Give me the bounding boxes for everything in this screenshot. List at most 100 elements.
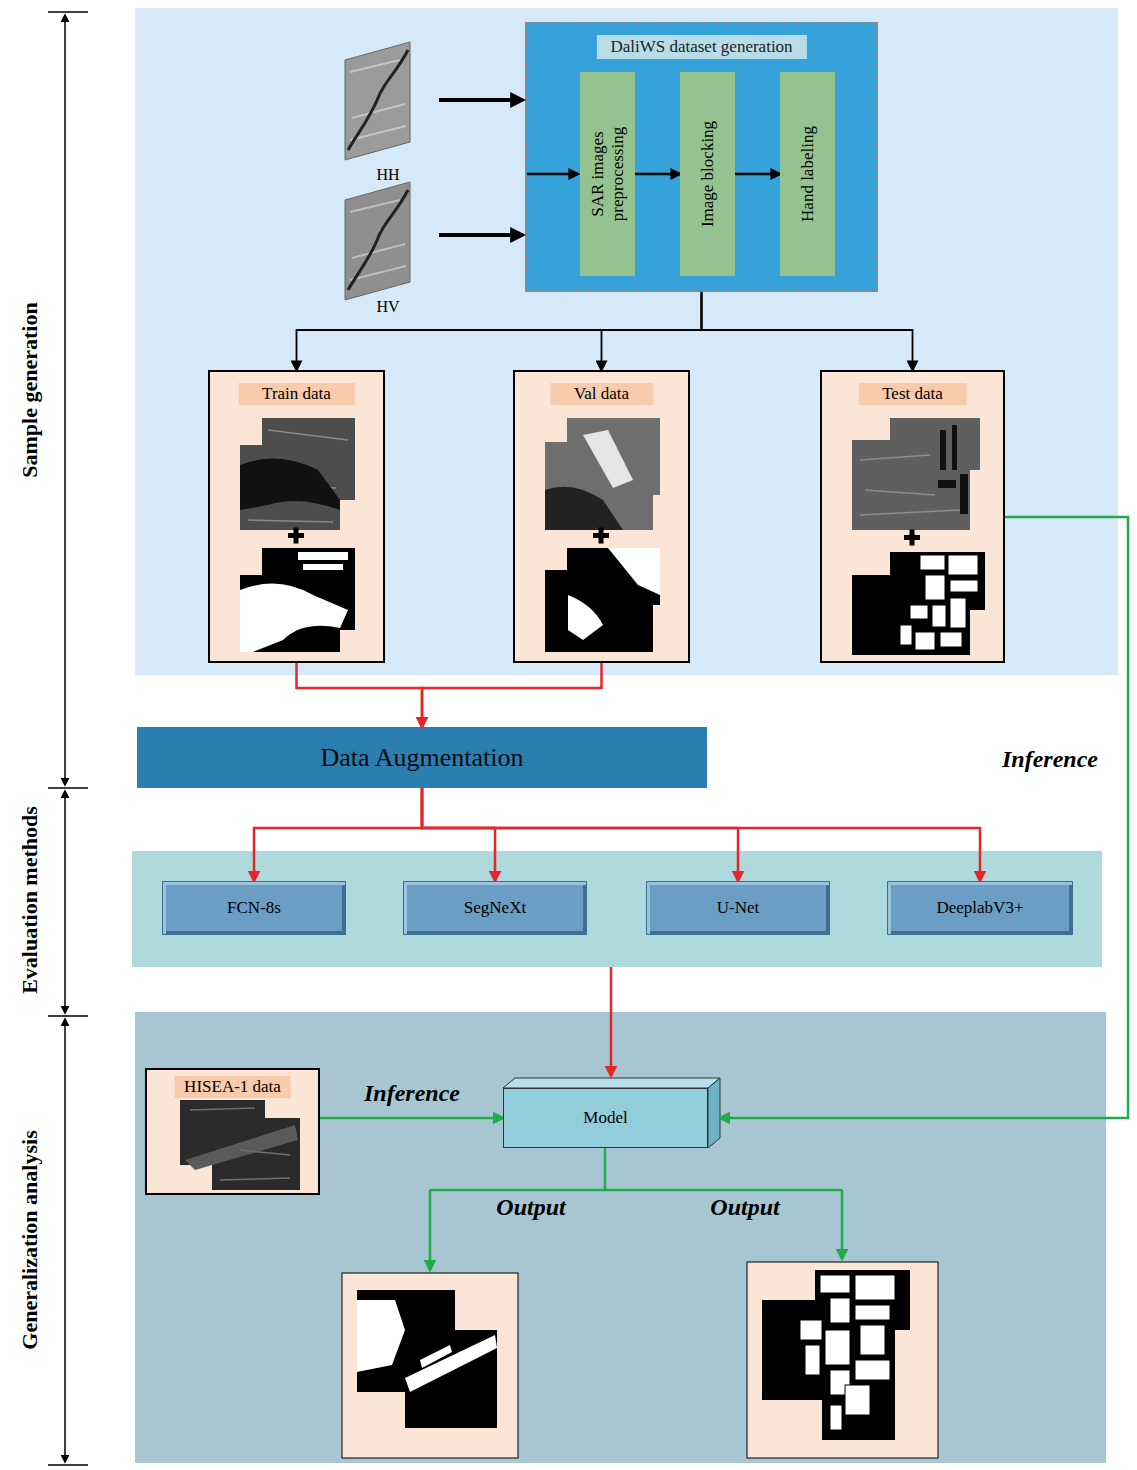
connector bbox=[735, 173, 780, 176]
output-line bbox=[841, 1190, 844, 1259]
output-label: Output bbox=[496, 1194, 565, 1221]
bracket-tick bbox=[48, 1464, 88, 1466]
process-label: Image blocking bbox=[698, 99, 718, 249]
process-box: Image blocking bbox=[680, 72, 735, 276]
generalization-panel bbox=[135, 1012, 1106, 1463]
runway bbox=[583, 430, 633, 488]
output-mask bbox=[357, 1290, 497, 1428]
card-fill bbox=[513, 370, 690, 663]
bracket-line bbox=[64, 1019, 66, 1462]
mask-ponds bbox=[900, 555, 978, 650]
edge-label: Inference bbox=[364, 1080, 460, 1107]
sar-tile bbox=[240, 418, 355, 530]
bracket-tick bbox=[48, 11, 88, 13]
dataset-box-fill bbox=[525, 22, 878, 292]
card-heading: HISEA-1 data bbox=[174, 1076, 291, 1098]
card-fill bbox=[820, 370, 1005, 663]
sar-picture bbox=[345, 182, 410, 300]
texture bbox=[185, 1125, 298, 1170]
water bbox=[545, 487, 623, 530]
connector bbox=[297, 292, 702, 370]
card-fill bbox=[208, 370, 385, 663]
bracket-line bbox=[64, 791, 66, 1013]
training-arrow bbox=[610, 967, 613, 1076]
mask-water bbox=[357, 1300, 405, 1372]
output-arrows bbox=[430, 1148, 842, 1270]
stage-label: Evaluation methods bbox=[17, 806, 43, 994]
model-name: SegNeXt bbox=[464, 898, 526, 918]
plus-sign bbox=[294, 528, 299, 544]
val-pictures bbox=[545, 418, 660, 652]
label-mask bbox=[852, 552, 985, 655]
pond bbox=[952, 425, 957, 470]
model-top-face bbox=[503, 1078, 720, 1088]
mask-water bbox=[568, 595, 603, 640]
stage-label: Generalization analysis bbox=[17, 1130, 43, 1349]
card-heading: Val data bbox=[550, 383, 653, 405]
image-caption: HV bbox=[345, 298, 431, 316]
hisea-picture bbox=[180, 1100, 300, 1190]
card-fill bbox=[145, 1068, 320, 1195]
methods-panel bbox=[132, 851, 1102, 967]
mask-water bbox=[608, 548, 660, 595]
mask-ponds bbox=[800, 1275, 895, 1430]
river bbox=[348, 50, 408, 150]
output-card bbox=[747, 1262, 938, 1458]
hv-image bbox=[345, 182, 410, 300]
connector bbox=[602, 292, 702, 370]
label-mask bbox=[240, 548, 355, 652]
sar-tile bbox=[852, 418, 980, 530]
connector bbox=[702, 292, 913, 370]
texture bbox=[190, 1108, 290, 1180]
output-label: Output bbox=[710, 1194, 779, 1221]
connector bbox=[422, 788, 980, 881]
process-box: SAR images preprocessing bbox=[580, 72, 635, 276]
card-heading: Train data bbox=[238, 383, 355, 405]
connector bbox=[254, 788, 422, 881]
output-mask bbox=[762, 1270, 910, 1440]
output-line bbox=[429, 1190, 432, 1270]
output-line bbox=[430, 1189, 842, 1192]
connector bbox=[439, 233, 523, 237]
pond bbox=[960, 474, 968, 514]
model-side-face bbox=[708, 1078, 720, 1148]
process-box: Hand labeling bbox=[780, 72, 835, 276]
bracket-tick bbox=[48, 1015, 88, 1017]
image-caption: HH bbox=[345, 166, 431, 184]
connector bbox=[320, 1117, 503, 1120]
connector bbox=[720, 517, 1128, 1118]
river bbox=[348, 190, 408, 290]
model-name: DeeplabV3+ bbox=[936, 898, 1023, 918]
model-name: U-Net bbox=[717, 898, 759, 918]
mask-water bbox=[298, 552, 348, 560]
output-card bbox=[342, 1273, 518, 1458]
connector bbox=[439, 98, 523, 102]
model-name: FCN-8s bbox=[227, 898, 281, 918]
dataset-card: HISEA-1 data bbox=[145, 1068, 320, 1195]
mask-water bbox=[405, 1335, 497, 1392]
plus-sign bbox=[910, 530, 915, 546]
connector bbox=[422, 788, 738, 881]
model-label: Model bbox=[583, 1108, 627, 1128]
process-label: SAR images preprocessing bbox=[588, 99, 627, 249]
model-box: U-Net bbox=[646, 881, 830, 935]
stage-bracket bbox=[48, 12, 88, 1465]
bar-label: Data Augmentation bbox=[321, 743, 524, 773]
edge-label: Inference bbox=[1002, 746, 1098, 773]
bracket-line bbox=[64, 15, 66, 785]
connector bbox=[422, 788, 495, 881]
sar-image: HH bbox=[345, 40, 431, 184]
sar-picture bbox=[345, 42, 410, 160]
dataset-generation-box: DaliWS dataset generationSAR images prep… bbox=[525, 22, 878, 292]
dataset-card: Val data bbox=[513, 370, 690, 663]
process-label: Hand labeling bbox=[798, 99, 818, 249]
input-arrow bbox=[527, 173, 578, 176]
sar-tile bbox=[180, 1100, 300, 1190]
mask-water bbox=[420, 1345, 452, 1368]
model-box: FCN-8s bbox=[162, 881, 346, 935]
mask-water bbox=[240, 584, 348, 652]
test-pictures bbox=[852, 418, 985, 655]
dataset-card: Train data bbox=[208, 370, 385, 663]
box-title: DaliWS dataset generation bbox=[596, 35, 806, 59]
